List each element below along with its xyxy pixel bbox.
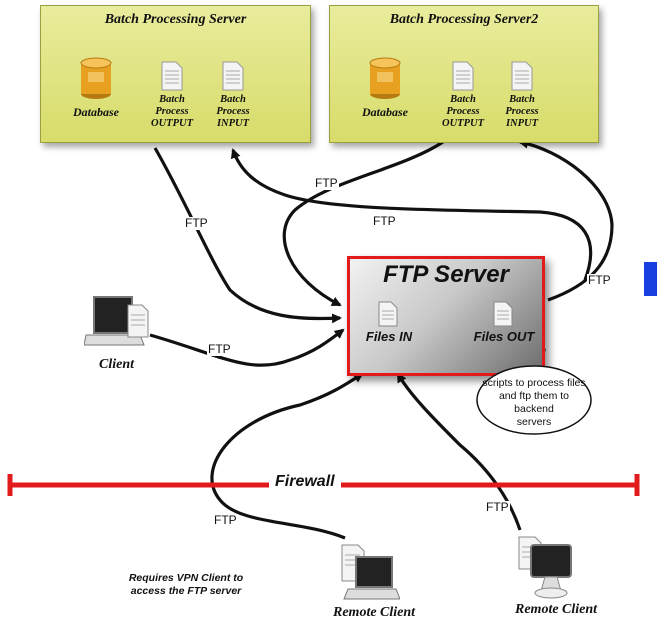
ftp-server-title: FTP Server xyxy=(383,261,509,288)
database-label: Database xyxy=(362,105,408,119)
remote-client-label: Remote Client xyxy=(333,605,416,620)
laptop-icon xyxy=(341,544,400,600)
batch-server-1-title: Batch Processing Server xyxy=(104,12,247,27)
ftp-line-bp1-in xyxy=(230,148,593,281)
ftp-label: FTP xyxy=(587,273,612,287)
batch-server-1: Batch Processing Server Database Batch P… xyxy=(40,5,311,143)
batch-input-label: Batch Process INPUT xyxy=(216,94,250,129)
speech-bubble-text: scripts to process files and ftp them to… xyxy=(482,377,586,428)
firewall-label: Firewall xyxy=(269,473,341,491)
ftp-line-remote-1 xyxy=(210,372,364,540)
batch-server-2: Batch Processing Server2 Database Batch … xyxy=(329,5,599,143)
files-out-label: Files OUT xyxy=(473,329,535,344)
client-label: Client xyxy=(99,357,135,372)
speech-bubble xyxy=(476,365,592,435)
ftp-line-bp1-out xyxy=(153,147,342,324)
document-icon xyxy=(161,61,183,91)
batch-output-label: Batch Process OUTPUT xyxy=(442,94,484,129)
ftp-server: FTP Server Files IN Files OUT xyxy=(347,256,545,376)
batch-input-label: Batch Process INPUT xyxy=(505,94,539,129)
document-icon xyxy=(452,61,474,91)
ftp-label: FTP xyxy=(314,176,339,190)
ftp-label: FTP xyxy=(485,500,510,514)
files-in-label: Files IN xyxy=(365,329,413,344)
laptop-icon xyxy=(84,296,149,346)
batch-server-2-title: Batch Processing Server2 xyxy=(389,12,539,27)
ftp-label: FTP xyxy=(207,342,232,356)
document-icon xyxy=(378,301,398,327)
remote-client-label: Remote Client xyxy=(515,602,598,617)
ftp-line-client xyxy=(149,328,345,367)
ftp-label: FTP xyxy=(213,513,238,527)
document-icon xyxy=(511,61,533,91)
database-icon xyxy=(80,57,112,99)
ftp-line-bp2-in xyxy=(518,138,614,302)
ftp-label: FTP xyxy=(372,214,397,228)
database-icon xyxy=(369,57,401,99)
vpn-note: Requires VPN Client to access the FTP se… xyxy=(128,572,244,597)
batch-output-label: Batch Process OUTPUT xyxy=(151,94,193,129)
ftp-label: FTP xyxy=(184,216,209,230)
accent-bar xyxy=(644,262,657,296)
document-icon xyxy=(493,301,513,327)
database-label: Database xyxy=(73,105,119,119)
document-icon xyxy=(222,61,244,91)
computer-icon xyxy=(518,536,572,599)
ftp-line-bp2-out xyxy=(282,140,444,307)
